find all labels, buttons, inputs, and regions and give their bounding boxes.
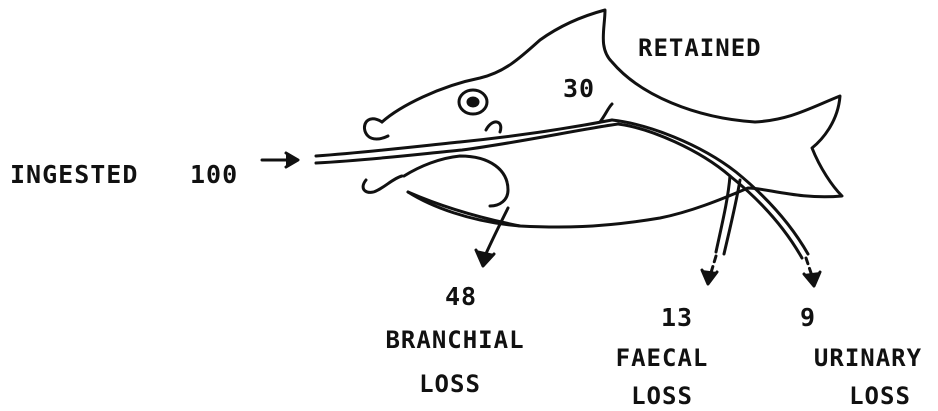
urinary-label-line1: URINARY <box>814 344 922 372</box>
arrow-icon <box>476 250 494 266</box>
retained-value: 30 <box>563 74 595 103</box>
ingested-label: INGESTED <box>10 160 138 189</box>
faecal-channel-inner <box>724 180 740 254</box>
arrow-icon <box>804 272 820 286</box>
faecal-value: 13 <box>661 303 693 332</box>
arrow-icon <box>702 270 717 284</box>
eye-pupil <box>468 98 478 106</box>
branchial-label-line2: LOSS <box>419 370 481 398</box>
faecal-label-line1: FAECAL <box>616 344 709 372</box>
urinary-value: 9 <box>800 303 816 332</box>
retained-label: RETAINED <box>638 34 762 62</box>
branchial-value: 48 <box>445 282 477 311</box>
arrow-icon <box>484 208 508 258</box>
arrow-icon <box>286 153 298 167</box>
urinary-label-line2: LOSS <box>849 382 911 410</box>
gill-mark <box>486 122 501 132</box>
branchial-label-line1: BRANCHIAL <box>385 326 524 354</box>
faecal-label-line2: LOSS <box>631 382 693 410</box>
ingested-value: 100 <box>190 160 238 189</box>
fish-lower-lip <box>363 176 402 192</box>
gut-line-inner <box>612 120 808 254</box>
fish-upper-lip <box>364 119 388 139</box>
